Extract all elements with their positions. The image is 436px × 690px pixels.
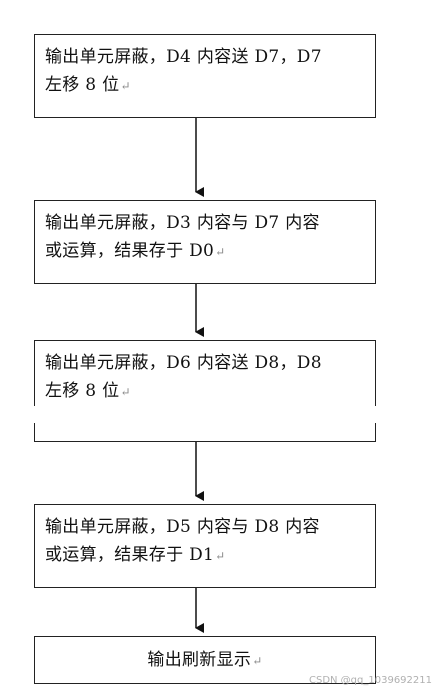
flow-step-3: 输出单元屏蔽，D6 内容送 D8，D8 左移 8 位↵ (34, 340, 376, 406)
step-1-line-1: 输出单元屏蔽，D4 内容送 D7，D7 (45, 47, 322, 67)
step-3-line-2: 左移 8 位 (45, 381, 120, 401)
step-4-line-2: 或运算，结果存于 D1 (45, 545, 215, 565)
paragraph-mark-icon: ↵ (215, 245, 226, 259)
step-5-line-1: 输出刷新显示 (147, 650, 252, 670)
paragraph-mark-icon: ↵ (120, 385, 131, 399)
paragraph-mark-icon: ↵ (252, 654, 263, 668)
flow-step-4: 输出单元屏蔽，D5 内容与 D8 内容 或运算，结果存于 D1↵ (34, 504, 376, 588)
step-3-line-1: 输出单元屏蔽，D6 内容送 D8，D8 (45, 353, 322, 373)
step-1-line-2: 左移 8 位 (45, 75, 120, 95)
watermark: CSDN @qq_1039692211 (308, 675, 432, 686)
flow-step-3-lower-border (34, 423, 376, 442)
step-2-line-2: 或运算，结果存于 D0 (45, 241, 215, 261)
flow-step-5: 输出刷新显示↵ (34, 636, 376, 684)
step-2-line-1: 输出单元屏蔽，D3 内容与 D7 内容 (45, 213, 320, 233)
paragraph-mark-icon: ↵ (120, 79, 131, 93)
step-4-line-1: 输出单元屏蔽，D5 内容与 D8 内容 (45, 517, 320, 537)
paragraph-mark-icon: ↵ (215, 549, 226, 563)
flow-step-1: 输出单元屏蔽，D4 内容送 D7，D7 左移 8 位↵ (34, 34, 376, 118)
flow-step-2: 输出单元屏蔽，D3 内容与 D7 内容 或运算，结果存于 D0↵ (34, 200, 376, 284)
